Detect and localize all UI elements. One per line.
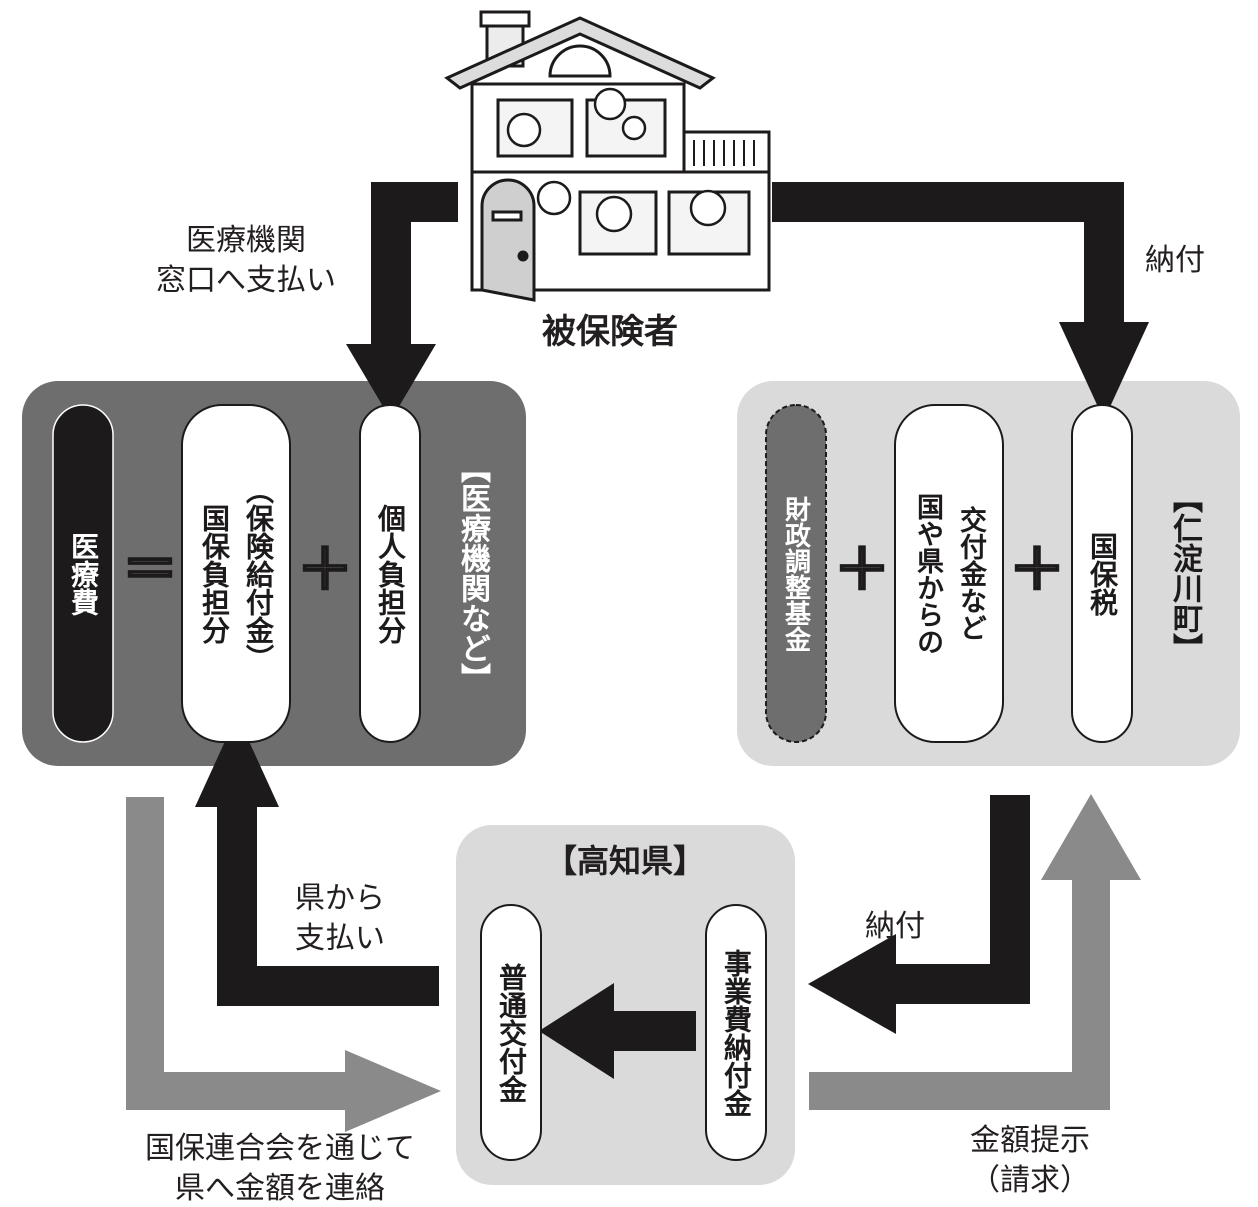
prefecture-pays-label-1: 県から bbox=[295, 881, 385, 916]
medical-cost-label: 医療費 bbox=[67, 531, 100, 616]
grant-pill bbox=[480, 904, 542, 1161]
amount-request-arrow bbox=[809, 794, 1141, 1110]
tax-label: 国保税 bbox=[1086, 531, 1119, 616]
clinic-payment-arrow bbox=[346, 182, 458, 420]
medical-panel-title: 【医療機関など】 bbox=[455, 452, 490, 693]
insurance-share-pill bbox=[181, 404, 291, 743]
tax-payment-label: 納付 bbox=[1145, 243, 1205, 278]
grants-label: 国や県からの bbox=[912, 492, 943, 655]
clinic-payment-label-2: 窓口へ支払い bbox=[156, 263, 336, 298]
grants-pill bbox=[894, 404, 1004, 743]
insurance-share-label: 国保負担分 bbox=[198, 503, 231, 644]
business-payment-pill bbox=[705, 904, 767, 1161]
prefecture-title: 【高知県】 bbox=[545, 842, 705, 880]
clinic-payment-label-1: 医療機関 bbox=[186, 223, 306, 258]
plus-sign-medical: ＋ bbox=[296, 538, 354, 603]
business-payment-arrow-label: 納付 bbox=[865, 909, 925, 944]
internal-grant-arrow bbox=[539, 983, 696, 1079]
equals-sign: ＝ bbox=[126, 538, 174, 603]
federation-report-arrow bbox=[126, 797, 441, 1132]
fund-label: 財政調整基金 bbox=[780, 495, 811, 652]
grant-label: 普通交付金 bbox=[495, 962, 528, 1103]
prefecture-pays-label-2: 支払い bbox=[295, 921, 385, 956]
tax-pill bbox=[1071, 404, 1133, 743]
grants-label-2: 交付金など bbox=[955, 506, 986, 641]
tax-payment-arrow bbox=[772, 182, 1149, 420]
insured-label: 被保険者 bbox=[542, 312, 678, 352]
plus-sign-town-2: ＋ bbox=[1008, 538, 1066, 603]
house-family-icon bbox=[444, 10, 771, 302]
federation-label-1: 国保連合会を通じて bbox=[145, 1131, 415, 1166]
town-panel-title: 【仁淀川町】 bbox=[1167, 482, 1202, 663]
personal-share-pill bbox=[359, 404, 421, 743]
prefecture-payment-arrow bbox=[195, 715, 439, 1006]
plus-sign-town-1: ＋ bbox=[833, 538, 891, 603]
amount-request-label-1: 金額提示 bbox=[970, 1123, 1090, 1158]
insurance-share-sub-label: （保険給付金） bbox=[242, 475, 275, 672]
medical-cost-pill bbox=[52, 404, 114, 743]
fund-pill bbox=[765, 404, 827, 743]
amount-request-label-2: （請求） bbox=[970, 1163, 1090, 1198]
business-payment-label: 事業費納付金 bbox=[720, 948, 753, 1117]
personal-share-label: 個人負担分 bbox=[374, 503, 407, 644]
federation-label-2: 県へ金額を連絡 bbox=[175, 1171, 385, 1206]
business-payment-arrow bbox=[808, 795, 1030, 1034]
